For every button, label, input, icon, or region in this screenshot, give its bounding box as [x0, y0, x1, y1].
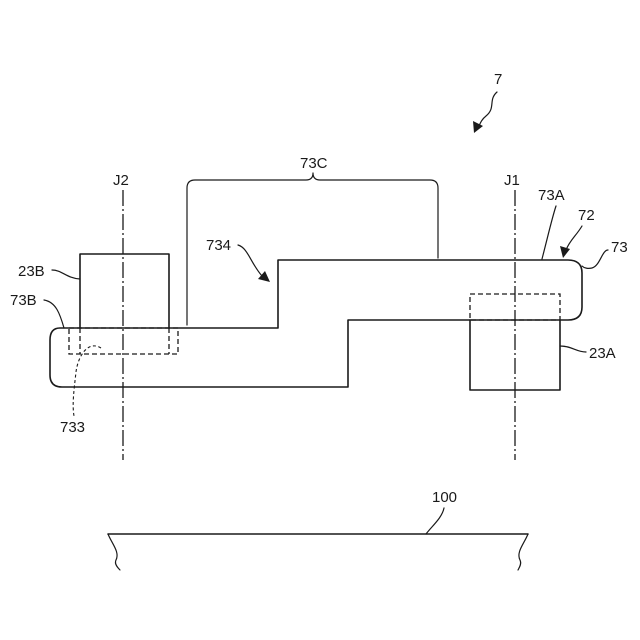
ref-label-73B: 73B [10, 292, 37, 309]
ref-23B-leader [52, 270, 80, 279]
base-100-left-edge [108, 534, 120, 570]
ref-label-23A: 23A [589, 345, 616, 362]
ref-label-733: 733 [60, 419, 85, 436]
ref-label-73A: 73A [538, 187, 565, 204]
ref-100-leader [426, 508, 444, 534]
axis-label-J2: J2 [113, 172, 129, 189]
ref-label-73: 73 [611, 239, 628, 256]
ref-label-734: 734 [206, 237, 231, 254]
ref-label-23B: 23B [18, 263, 45, 280]
part-23B-box [80, 254, 169, 328]
ref-label-72: 72 [578, 207, 595, 224]
ref-734-leader [238, 245, 262, 276]
base-100-right-edge [518, 534, 528, 570]
ref-72-leader [566, 226, 582, 250]
ref-label-100: 100 [432, 489, 457, 506]
ref-label-73C: 73C [300, 155, 328, 172]
ref-72-arrowhead [560, 246, 570, 258]
ref-73-leader [582, 250, 608, 268]
ref-73A-leader [542, 206, 556, 259]
ref-73B-leader [44, 300, 64, 328]
ref-23A-leader [560, 346, 586, 352]
ref-733-leader [73, 346, 101, 416]
ref-label-7: 7 [494, 71, 502, 88]
ref-7-leader [478, 92, 497, 128]
ref-7-arrowhead [473, 121, 483, 133]
arm-body-72 [50, 260, 582, 387]
axis-label-J1: J1 [504, 172, 520, 189]
